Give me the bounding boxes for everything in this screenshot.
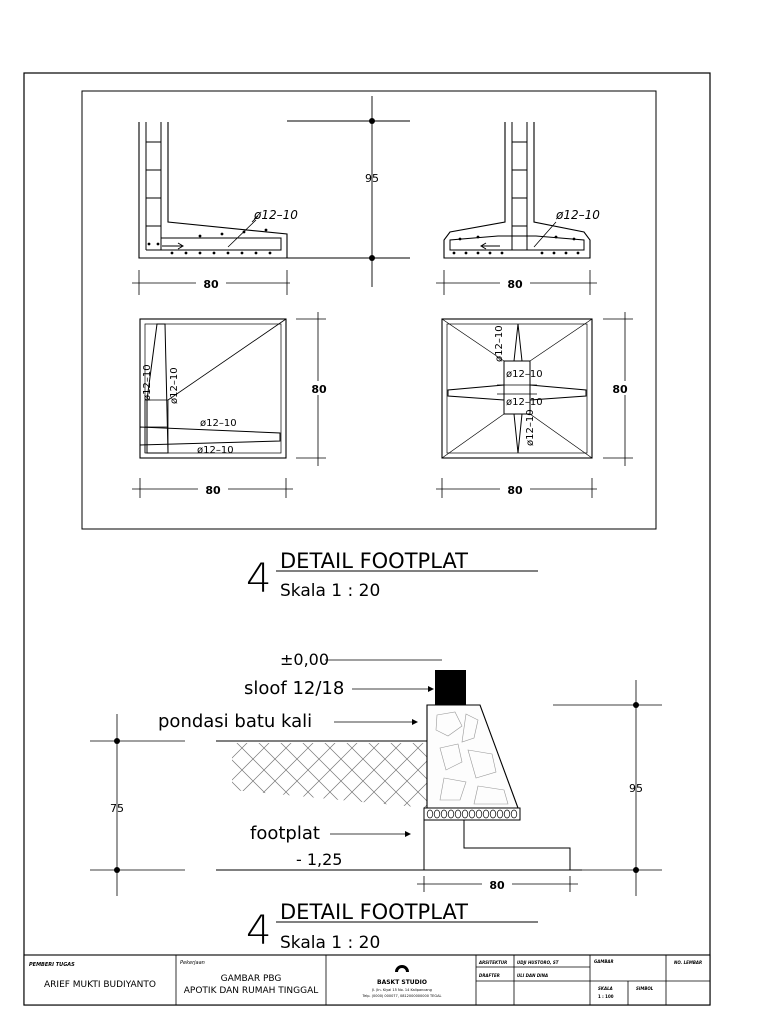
detail-scale-bottom: Skala 1 : 20 (280, 933, 380, 953)
label-footplat: footplat (250, 823, 320, 844)
detail-title-bottom: 4 DETAIL FOOTPLAT Skala 1 : 20 (246, 900, 538, 954)
bar-label-plan-left-v1: ø12–10 (142, 364, 153, 401)
footplat-plan-right: ø12–10 ø12–10 ø12–10 ø12–10 80 80 (436, 312, 633, 498)
footplat-elevation-left: ø12–10 80 (132, 122, 298, 295)
value-skala: 1 : 100 (598, 994, 614, 999)
studio-address-1: Jl. Jln. Kiyai 15 No. 14 Kalipancang (371, 988, 432, 992)
label-arsitektur: ARSITEKTUR (478, 960, 507, 965)
dim-width-plan-right: 80 (507, 484, 523, 497)
detail-name-bottom: DETAIL FOOTPLAT (280, 900, 468, 924)
bar-label-plan-left-h1: ø12–10 (200, 418, 237, 429)
dim-right-95: 95 (629, 782, 643, 795)
sheet-border (23, 72, 711, 1006)
footplat-section: ±0,00 sloof 12/18 pondasi batu kali foot… (90, 650, 662, 896)
footplat-plan-left: ø12–10 ø12–10 ø12–10 ø12–10 80 80 (132, 312, 327, 498)
bar-label-plan-left-v2: ø12–10 (169, 367, 180, 404)
studio-name: BASKT STUDIO (377, 979, 427, 986)
label-pemberi-tugas: PEMBERI TUGAS (29, 962, 75, 968)
studio-address-2: Telp. (0000) 000077, 0812000000000 TEGAL (362, 994, 442, 998)
bar-label-elev-right: ø12–10 (555, 208, 600, 222)
dim-width-elev-left: 80 (203, 278, 219, 291)
label-level-bottom: - 1,25 (296, 850, 342, 869)
label-pondasi: pondasi batu kali (158, 711, 312, 732)
bar-label-plan-right-1: ø12–10 (494, 325, 505, 362)
label-sloof: sloof 12/18 (244, 678, 344, 699)
dim-width-plan-left: 80 (205, 484, 221, 497)
dim-height-plan-left: 80 (311, 383, 327, 396)
bar-label-plan-right-3: ø12–10 (506, 397, 543, 408)
label-drafter: DRAFTER (479, 973, 500, 978)
value-drafter: ULI DAN DINA (517, 973, 548, 978)
dim-left-75: 75 (110, 802, 124, 815)
value-arsitektur: UDJI HUSTORO, ST (517, 960, 559, 965)
bar-label-elev-left: ø12–10 (253, 208, 298, 222)
dim-bottom-80: 80 (489, 879, 505, 892)
dim-height-elevation: 95 (287, 96, 410, 287)
sloof-block (435, 670, 466, 705)
detail-number-bottom: 4 (246, 908, 271, 954)
bar-label-plan-right-4: ø12–10 (525, 409, 536, 446)
value-pekerjaan-2: APOTIK DAN RUMAH TINGGAL (184, 986, 319, 996)
title-block: PEMBERI TUGAS ARIEF MUKTI BUDIYANTO Peke… (23, 954, 711, 1006)
label-no-lembar: NO. LEMBAR (674, 960, 702, 965)
value-pemberi-tugas: ARIEF MUKTI BUDIYANTO (44, 980, 156, 990)
detail-number-top: 4 (246, 556, 271, 602)
dim-height-plan-right: 80 (612, 383, 628, 396)
value-pekerjaan-1: GAMBAR PBG (221, 974, 282, 984)
detail-name-top: DETAIL FOOTPLAT (280, 549, 468, 573)
label-level-top: ±0,00 (280, 650, 329, 669)
dim-height-95: 95 (365, 172, 379, 185)
detail-title-top: 4 DETAIL FOOTPLAT Skala 1 : 20 (246, 549, 538, 602)
bar-label-plan-right-2: ø12–10 (506, 369, 543, 380)
label-skala: SKALA (598, 986, 613, 991)
detail-frame (81, 90, 657, 530)
label-pekerjaan: Pekerjaan (180, 960, 205, 966)
dim-width-elev-right: 80 (507, 278, 523, 291)
studio-logo-icon (395, 965, 409, 972)
label-simbol: SIMBOL (636, 986, 654, 991)
label-gambar: GAMBAR (594, 959, 614, 964)
footplat-elevation-right: ø12–10 80 (436, 122, 600, 295)
detail-scale-top: Skala 1 : 20 (280, 581, 380, 601)
bar-label-plan-left-h2: ø12–10 (197, 445, 234, 456)
